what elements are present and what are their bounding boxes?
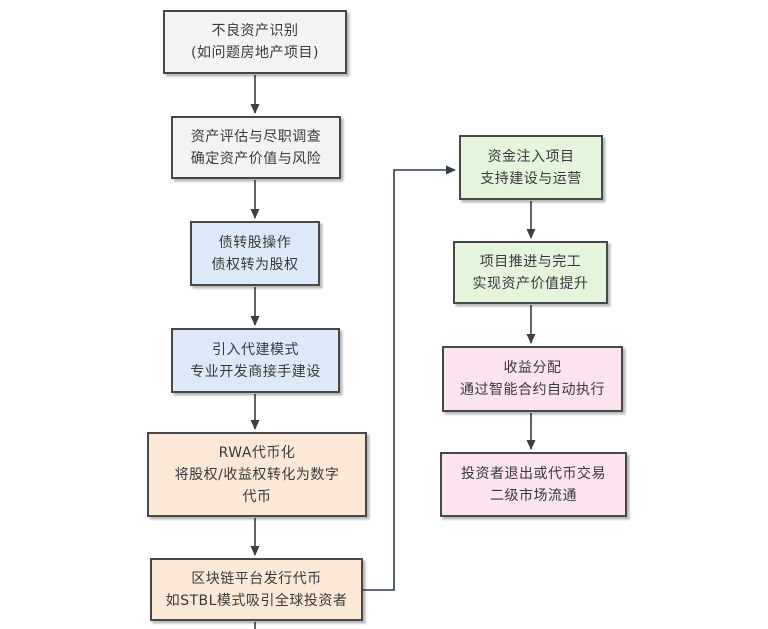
node-token-issuance: 区块链平台发行代币 如STBL模式吸引全球投资者 xyxy=(150,558,363,621)
node-capital-injection: 资金注入项目 支持建设与运营 xyxy=(459,135,603,200)
node-asset-evaluation: 资产评估与尽职调查 确定资产价值与风险 xyxy=(171,116,341,179)
node-bad-asset-identification: 不良资产识别 (如问题房地产项目) xyxy=(163,10,347,74)
node-investor-exit: 投资者退出或代币交易 二级市场流通 xyxy=(440,452,627,517)
node-project-completion: 项目推进与完工 实现资产价值提升 xyxy=(453,241,608,304)
node-profit-distribution: 收益分配 通过智能合约自动执行 xyxy=(442,346,623,412)
node-debt-to-equity: 债转股操作 债权转为股权 xyxy=(190,221,320,286)
node-rwa-tokenization: RWA代币化 将股权/收益权转化为数字 代币 xyxy=(147,432,367,517)
node-construction-agency: 引入代建模式 专业开发商接手建设 xyxy=(171,328,340,393)
